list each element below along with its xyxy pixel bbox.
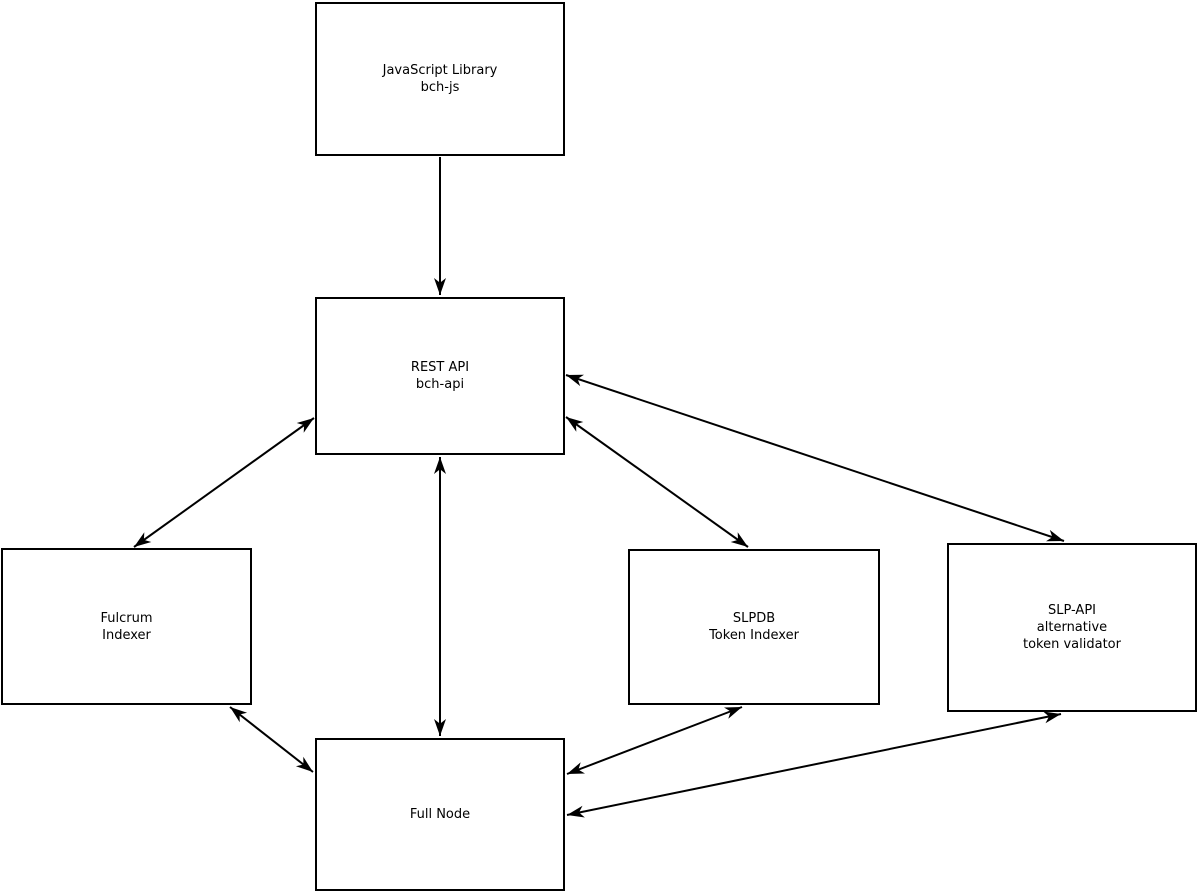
edge-slp-api-to-full-node xyxy=(566,713,1062,816)
arrowhead-slp-api xyxy=(1043,711,1061,724)
arrowhead-rest-api xyxy=(566,417,584,432)
arrowhead-slp-api xyxy=(1046,529,1064,542)
arrowhead-rest-api xyxy=(296,418,314,433)
arrowhead-rest-api xyxy=(566,374,584,387)
node-rest-api-label: REST API bch-api xyxy=(410,360,470,392)
node-rest-api: REST API bch-api xyxy=(315,297,565,455)
node-slp-api: SLP-API alternative token validator xyxy=(947,543,1197,712)
arrowhead-full-node xyxy=(434,719,446,736)
arrowhead-rest-api xyxy=(434,457,446,474)
arrowhead-fulcrum xyxy=(230,707,248,723)
arrowhead-full-node xyxy=(567,762,585,774)
edge-rest-api-to-fulcrum xyxy=(133,417,315,548)
edge-rest-api-to-slpdb xyxy=(565,416,749,548)
node-fulcrum: Fulcrum Indexer xyxy=(1,548,252,705)
node-slpdb-label: SLPDB Token Indexer xyxy=(709,611,799,643)
arrowhead-slpdb xyxy=(724,707,742,719)
edge-fulcrum-to-full-node xyxy=(229,706,314,773)
node-full-node: Full Node xyxy=(315,738,565,891)
node-slp-api-label: SLP-API alternative token validator xyxy=(1023,603,1121,652)
edge-slpdb-to-full-node xyxy=(566,706,743,775)
node-fulcrum-label: Fulcrum Indexer xyxy=(100,610,153,643)
node-slpdb: SLPDB Token Indexer xyxy=(628,549,880,705)
arrowhead-full-node xyxy=(295,756,313,772)
arrowhead-slpdb xyxy=(730,532,748,547)
node-js-library: JavaScript Library bch-js xyxy=(315,2,565,156)
arrowhead-full-node xyxy=(567,805,585,818)
edge-rest-api-to-slp-api xyxy=(565,374,1065,542)
node-full-node-label: Full Node xyxy=(409,807,471,822)
arrowhead-rest-api xyxy=(434,278,446,295)
node-js-library-label: JavaScript Library bch-js xyxy=(382,63,498,95)
arrowhead-fulcrum xyxy=(134,532,152,547)
